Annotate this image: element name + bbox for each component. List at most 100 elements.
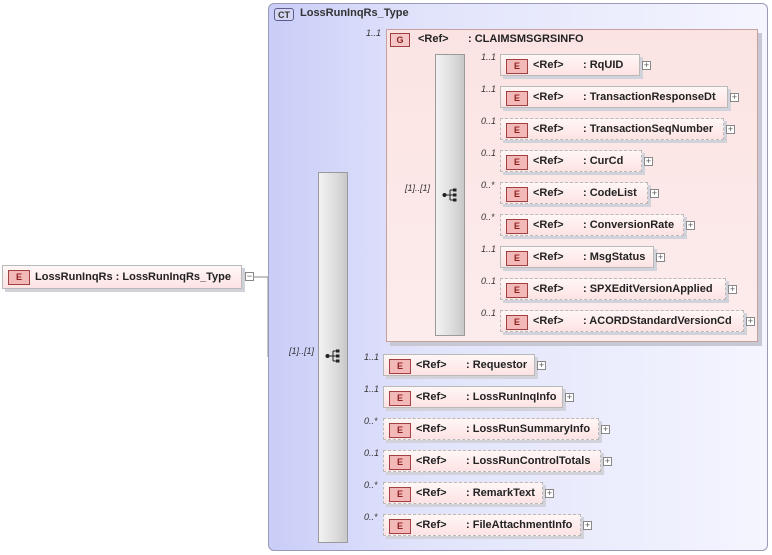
element-badge: E (8, 270, 30, 285)
element-node[interactable]: E <Ref> : MsgStatus (500, 246, 654, 268)
element-node[interactable]: E <Ref> : FileAttachmentInfo (383, 514, 581, 536)
collapse-icon[interactable]: − (245, 271, 254, 281)
expand-icon[interactable]: + (728, 284, 737, 294)
expand-icon[interactable]: + (644, 156, 653, 166)
expand-icon[interactable]: + (726, 124, 735, 134)
element-ref: <Ref> (533, 123, 564, 135)
element-name: : SPXEditVersionApplied (583, 283, 713, 295)
element-ref: <Ref> (533, 315, 564, 327)
element-node[interactable]: E <Ref> : TransactionResponseDt (500, 86, 728, 108)
element-node[interactable]: E <Ref> : ConversionRate (500, 214, 684, 236)
element-cardinality: 1..1 (364, 352, 380, 362)
expand-icon[interactable]: + (746, 316, 755, 326)
element-node[interactable]: E <Ref> : SPXEditVersionApplied (500, 278, 726, 300)
element-cardinality: 0..1 (481, 276, 497, 286)
element-node[interactable]: E <Ref> : CurCd (500, 150, 642, 172)
expand-icon[interactable]: + (537, 360, 546, 370)
element-cardinality: 0..1 (364, 448, 380, 458)
element-badge: E (389, 455, 411, 470)
element-name: : LossRunControlTotals (466, 455, 591, 467)
element-ref: <Ref> (533, 283, 564, 295)
expand-icon[interactable]: + (545, 488, 554, 498)
element-node[interactable]: E<Ref>: TransactionSeqNumber (500, 118, 724, 140)
element-badge: E (506, 155, 528, 170)
element-cardinality: 1..1 (481, 52, 497, 62)
sequence-icon (325, 349, 340, 363)
group-ref: <Ref> (418, 33, 449, 45)
expand-icon[interactable]: + (686, 220, 695, 230)
element-ref: <Ref> (533, 91, 564, 103)
element-cardinality: 0..1 (481, 116, 497, 126)
element-name: : TransactionSeqNumber (583, 123, 714, 135)
element-badge: E (506, 219, 528, 234)
element-ref: <Ref> (533, 187, 564, 199)
complex-type-name: LossRunInqRs_Type (300, 7, 409, 19)
root-element[interactable]: E LossRunInqRs : LossRunInqRs_Type (2, 265, 242, 289)
group-cardinality: 1..1 (366, 28, 382, 38)
element-node[interactable]: E <Ref> : RemarkText (383, 482, 543, 504)
element-cardinality: 1..1 (481, 244, 497, 254)
element-node[interactable]: E <Ref> : RqUID (500, 54, 640, 76)
element-node[interactable]: E <Ref> : CodeList (500, 182, 648, 204)
element-ref: <Ref> (416, 455, 447, 467)
expand-icon[interactable]: + (603, 456, 612, 466)
element-cardinality: 0..* (364, 416, 378, 426)
sequence-icon (442, 188, 457, 202)
element-badge: E (506, 315, 528, 330)
element-name: : TransactionResponseDt (583, 91, 716, 103)
element-node[interactable]: E<Ref>: ACORDStandardVersionCd (500, 310, 744, 332)
element-badge: E (389, 423, 411, 438)
group-badge: G (390, 33, 410, 47)
element-name: : CodeList (583, 187, 637, 199)
outer-sequence-cardinality: [1]..[1] (289, 346, 315, 356)
element-name: : Requestor (466, 359, 528, 371)
element-ref: <Ref> (416, 391, 447, 403)
element-name: : RqUID (583, 59, 624, 71)
group-name: : CLAIMSMSGRSINFO (468, 33, 584, 45)
element-node[interactable]: E <Ref> : Requestor (383, 354, 535, 376)
expand-icon[interactable]: + (730, 92, 739, 102)
element-badge: E (389, 487, 411, 502)
element-name: : CurCd (583, 155, 624, 167)
expand-icon[interactable]: + (565, 392, 574, 402)
element-node[interactable]: E <Ref> : LossRunControlTotals (383, 450, 601, 472)
element-ref: <Ref> (533, 219, 564, 231)
element-ref: <Ref> (533, 251, 564, 263)
element-node[interactable]: E <Ref> : LossRunInqInfo (383, 386, 563, 408)
element-badge: E (506, 59, 528, 74)
element-node[interactable]: E<Ref>: LossRunSummaryInfo (383, 418, 599, 440)
element-ref: <Ref> (416, 423, 447, 435)
element-cardinality: 0..1 (481, 148, 497, 158)
element-ref: <Ref> (416, 519, 447, 531)
expand-icon[interactable]: + (642, 60, 651, 70)
expand-icon[interactable]: + (650, 188, 659, 198)
element-name: : LossRunInqInfo (466, 391, 557, 403)
expand-icon[interactable]: + (583, 520, 592, 530)
element-cardinality: 0..* (364, 480, 378, 490)
element-cardinality: 0..1 (481, 308, 497, 318)
element-ref: <Ref> (416, 359, 447, 371)
element-badge: E (389, 519, 411, 534)
element-name: : RemarkText (466, 487, 535, 499)
element-name: : ConversionRate (583, 219, 675, 231)
expand-icon[interactable]: + (656, 252, 665, 262)
element-badge: E (506, 283, 528, 298)
element-ref: <Ref> (416, 487, 447, 499)
element-cardinality: 0..* (481, 212, 495, 222)
element-badge: E (506, 251, 528, 266)
element-badge: E (389, 391, 411, 406)
expand-icon[interactable]: + (601, 424, 610, 434)
element-cardinality: 1..1 (481, 84, 497, 94)
element-ref: <Ref> (533, 59, 564, 71)
element-name: : FileAttachmentInfo (466, 519, 573, 531)
element-ref: <Ref> (533, 155, 564, 167)
element-badge: E (389, 359, 411, 374)
element-badge: E (506, 187, 528, 202)
element-badge: E (506, 91, 528, 106)
element-cardinality: 0..* (481, 180, 495, 190)
element-name: : MsgStatus (583, 251, 646, 263)
root-element-label: LossRunInqRs : LossRunInqRs_Type (35, 271, 231, 283)
complex-type-badge: CT (274, 8, 294, 21)
element-cardinality: 1..1 (364, 384, 380, 394)
element-cardinality: 0..* (364, 512, 378, 522)
